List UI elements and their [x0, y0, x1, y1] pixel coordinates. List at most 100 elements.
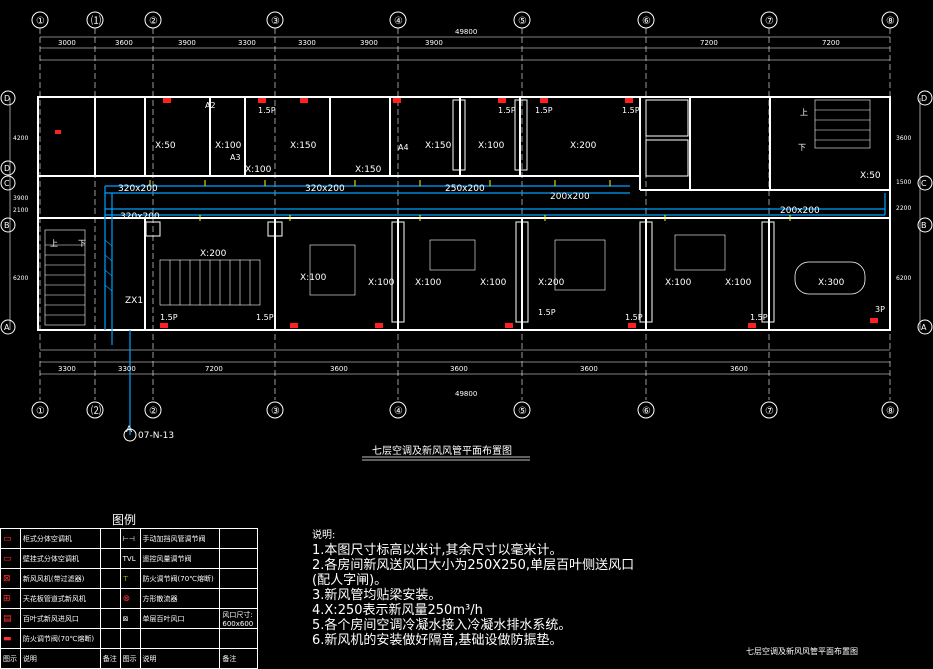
note-5: 5.各个房间空调冷凝水接入冷凝水排水系统。	[312, 618, 572, 633]
row-left-d: D	[4, 94, 10, 103]
room-x200b: X:200	[538, 278, 565, 288]
note-1: 1.本图尺寸标高以米计,其余尺寸以毫米计。	[312, 543, 563, 558]
legend-symbol-6b	[119, 628, 141, 649]
structural-columns	[145, 99, 775, 323]
row-left-c: C	[4, 179, 10, 188]
note-2: 2.各房间新风送风口大小为250X250,单层百叶侧送风口(配人字闸)。	[312, 558, 635, 588]
legend-note-2	[99, 548, 121, 569]
ac-15p-i: 1.5P	[750, 313, 768, 322]
dim-right-3: 6200	[896, 275, 911, 282]
room-labels: X:50 X:100 X:100 X:150 X:150 X:150 X:100…	[155, 141, 881, 288]
duct-network	[104, 185, 886, 435]
legend-symbol-6: ▬	[0, 628, 21, 649]
axis-bot-2: ⑵	[91, 404, 101, 417]
duct-320-c: 320x200	[120, 212, 160, 222]
furniture	[309, 234, 726, 296]
axis-bubbles	[0, 11, 933, 442]
room-x100s: X:100	[480, 278, 507, 288]
legend-note-5	[99, 608, 121, 629]
equipment-labels: A2 A3 A4 1.5P 1.5P 1.5P 1.5P 1.5P 1.5P 1…	[50, 101, 885, 322]
axis-top-4: ③	[271, 16, 280, 27]
axis-top-3: ②	[149, 16, 158, 27]
legend-note-2b	[219, 548, 258, 569]
duct-320-b: 320x200	[305, 184, 345, 194]
legend-symbol-1: ▭	[0, 528, 21, 549]
dim-top-total: 49800	[455, 28, 477, 36]
legend-symbol-2: ▭	[0, 548, 21, 569]
duct-320-a: 320x200	[118, 184, 158, 194]
axis-top-1: ①	[36, 16, 45, 27]
dim-left-0: 4200	[13, 135, 28, 142]
dim-left-2: 2100	[13, 207, 28, 214]
axis-bot-9: ⑧	[886, 406, 895, 417]
axis-bot-7: ⑥	[642, 406, 651, 417]
room-x300: X:300	[818, 278, 845, 288]
legend-desc-5: 百叶式新风进风口	[19, 608, 101, 629]
ac-15p-c: 1.5P	[535, 106, 553, 115]
dim-right-0: 3600	[896, 135, 911, 142]
stair-down-r: 下	[798, 143, 806, 152]
axis-bot-6: ⑤	[518, 406, 527, 417]
ac-15p-f: 1.5P	[256, 313, 274, 322]
row-labels: D D C B A D C B A	[4, 94, 927, 332]
room-x100c: X:100	[415, 278, 442, 288]
legend-symbol-4: ⊞	[0, 588, 21, 609]
dim-top-4: 3300	[298, 39, 316, 47]
dim-top-3: 3300	[238, 39, 256, 47]
axis-labels: ① ⑴ ② ③ ④ ⑤ ⑥ ⑦ ⑧ ① ⑵ ② ③ ④ ⑤ ⑥ ⑦ ⑧	[36, 14, 895, 417]
dim-left-3: 6200	[13, 275, 28, 282]
legend-header-note: 备注	[99, 648, 121, 669]
legend-desc-3b: 防火调节阀(70℃熔断)	[139, 568, 221, 589]
dim-bot-0: 3300	[58, 365, 76, 373]
legend-table: ▭ 柜式分体空调机 ⊢⊣ 手动加挡风管调节阀 ▭ 壁挂式分体空调机 TVL 遥控…	[0, 528, 258, 669]
row-right-b: B	[921, 221, 927, 230]
axis-bot-5: ④	[394, 406, 403, 417]
legend-symbol-5b: ⊠	[119, 608, 141, 629]
drawing-title: 七层空调及新风风管平面布置图	[372, 446, 512, 457]
dim-bot-1: 3300	[118, 365, 136, 373]
grid-lines	[39, 28, 891, 400]
room-x150c: X:150	[425, 141, 452, 151]
ac-a4: A4	[398, 143, 409, 152]
dim-right-2: 2200	[896, 205, 911, 212]
legend-symbol-5: ▤	[0, 608, 21, 629]
legend-symbol-3: ⊠	[0, 568, 21, 589]
legend-desc-2: 壁挂式分体空调机	[19, 548, 101, 569]
bottom-drawing-title: 七层空调及新风风管平面布置图	[746, 647, 858, 656]
legend-desc-4: 天花板管道式新风机	[19, 588, 101, 609]
row-left-d2: D	[4, 164, 10, 173]
legend-header-desc: 说明	[19, 648, 101, 669]
room-x100b2: X:100	[368, 278, 395, 288]
stair-up-r: 上	[800, 108, 808, 117]
stair-down: 下	[78, 239, 86, 248]
duct-labels: 320x200 320x200 250x200 200x200 200x200 …	[118, 184, 820, 441]
axis-bot-1: ①	[36, 406, 45, 417]
dim-top-8: 7200	[822, 39, 840, 47]
ac-15p-a: 1.5P	[258, 106, 276, 115]
section-a: A	[126, 425, 133, 435]
stairs	[44, 99, 871, 326]
room-x150b: X:150	[355, 165, 382, 175]
dim-bot-total: 49800	[455, 390, 477, 398]
legend-note-1	[99, 528, 121, 549]
legend-symbol-4b: ⊗	[119, 588, 141, 609]
note-4: 4.X:250表示新风量250m³/h	[312, 603, 483, 618]
axis-top-7: ⑥	[642, 16, 651, 27]
room-x100e: X:100	[725, 278, 752, 288]
row-left-a: A	[4, 323, 10, 332]
legend-desc-5b: 单层百叶风口	[139, 608, 221, 629]
room-x100d: X:100	[665, 278, 692, 288]
axis-top-2: ⑴	[91, 14, 101, 27]
legend-symbol-2b: TVL	[119, 548, 141, 569]
stair-up: 上	[50, 239, 58, 248]
room-x50r: X:50	[860, 171, 881, 181]
axis-bot-3: ②	[149, 406, 158, 417]
legend-note-3b	[219, 568, 258, 589]
dimension-lines	[9, 36, 921, 375]
note-3: 3.新风管均贴梁安装。	[312, 588, 442, 603]
axis-top-8: ⑦	[765, 16, 774, 27]
legend-desc-1b: 手动加挡风管调节阀	[139, 528, 221, 549]
dim-top-6: 3900	[425, 39, 443, 47]
legend-note-1b	[219, 528, 258, 549]
axis-top-6: ⑤	[518, 16, 527, 27]
